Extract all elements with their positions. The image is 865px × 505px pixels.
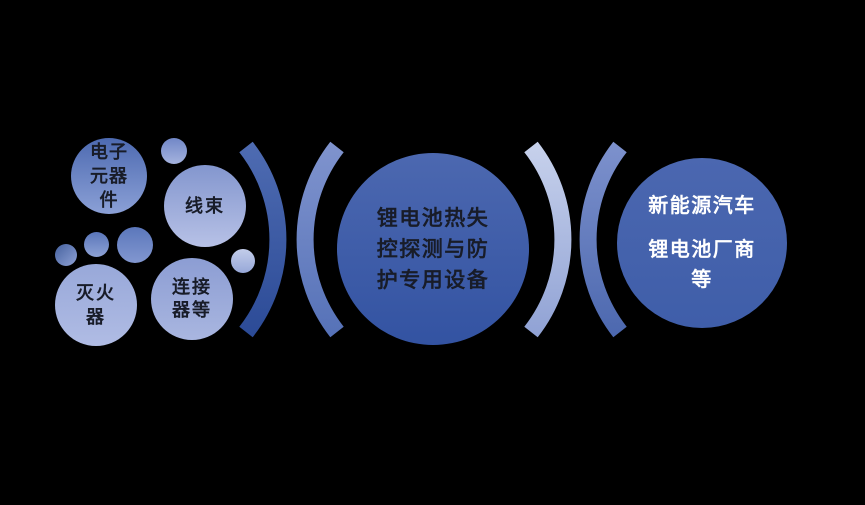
diverging-arc-icon xyxy=(579,141,627,338)
decor-dot xyxy=(161,138,187,164)
bubble-label-line: 连接 xyxy=(172,277,212,297)
diverging-arc-icon xyxy=(296,141,344,338)
bubble-label-line: 线束 xyxy=(185,196,225,216)
bubble-fire-extinguisher: 灭火 器 xyxy=(55,264,137,346)
converging-arc-icon xyxy=(524,141,572,338)
bubble-label-line: 器 xyxy=(86,307,106,327)
decor-dot xyxy=(84,232,109,257)
bubble-label-line: 锂电池热失 xyxy=(376,206,490,230)
bubble-label-line: 电子 xyxy=(90,142,128,162)
bubble-label-line: 控探测与防 xyxy=(376,237,490,261)
bubble-center-product: 锂电池热失 控探测与防 护专用设备 xyxy=(337,153,529,345)
bubble-label-line: 件 xyxy=(99,190,119,210)
decor-dot xyxy=(231,249,255,273)
bubble-label-line: 等 xyxy=(691,269,713,291)
bubble-wire-harness: 线束 xyxy=(164,165,246,247)
bubble-label-line: 护专用设备 xyxy=(376,268,490,292)
decor-dot xyxy=(117,227,153,263)
bubble-label-line: 灭火 xyxy=(76,283,116,303)
decor-dot xyxy=(55,244,77,266)
bubble-electronic-components: 电子 元器 件 xyxy=(71,138,147,214)
converging-arc-icon xyxy=(239,141,287,338)
bubble-customers: 新能源汽车 锂电池厂商 等 xyxy=(617,158,787,328)
bubble-label-line: 锂电池厂商 xyxy=(648,239,756,261)
bubble-connectors: 连接 器等 xyxy=(151,258,233,340)
bubble-label-line: 新能源汽车 xyxy=(648,195,756,217)
bubble-label-line: 器等 xyxy=(172,300,212,320)
bubble-label-line: 元器 xyxy=(90,166,128,186)
